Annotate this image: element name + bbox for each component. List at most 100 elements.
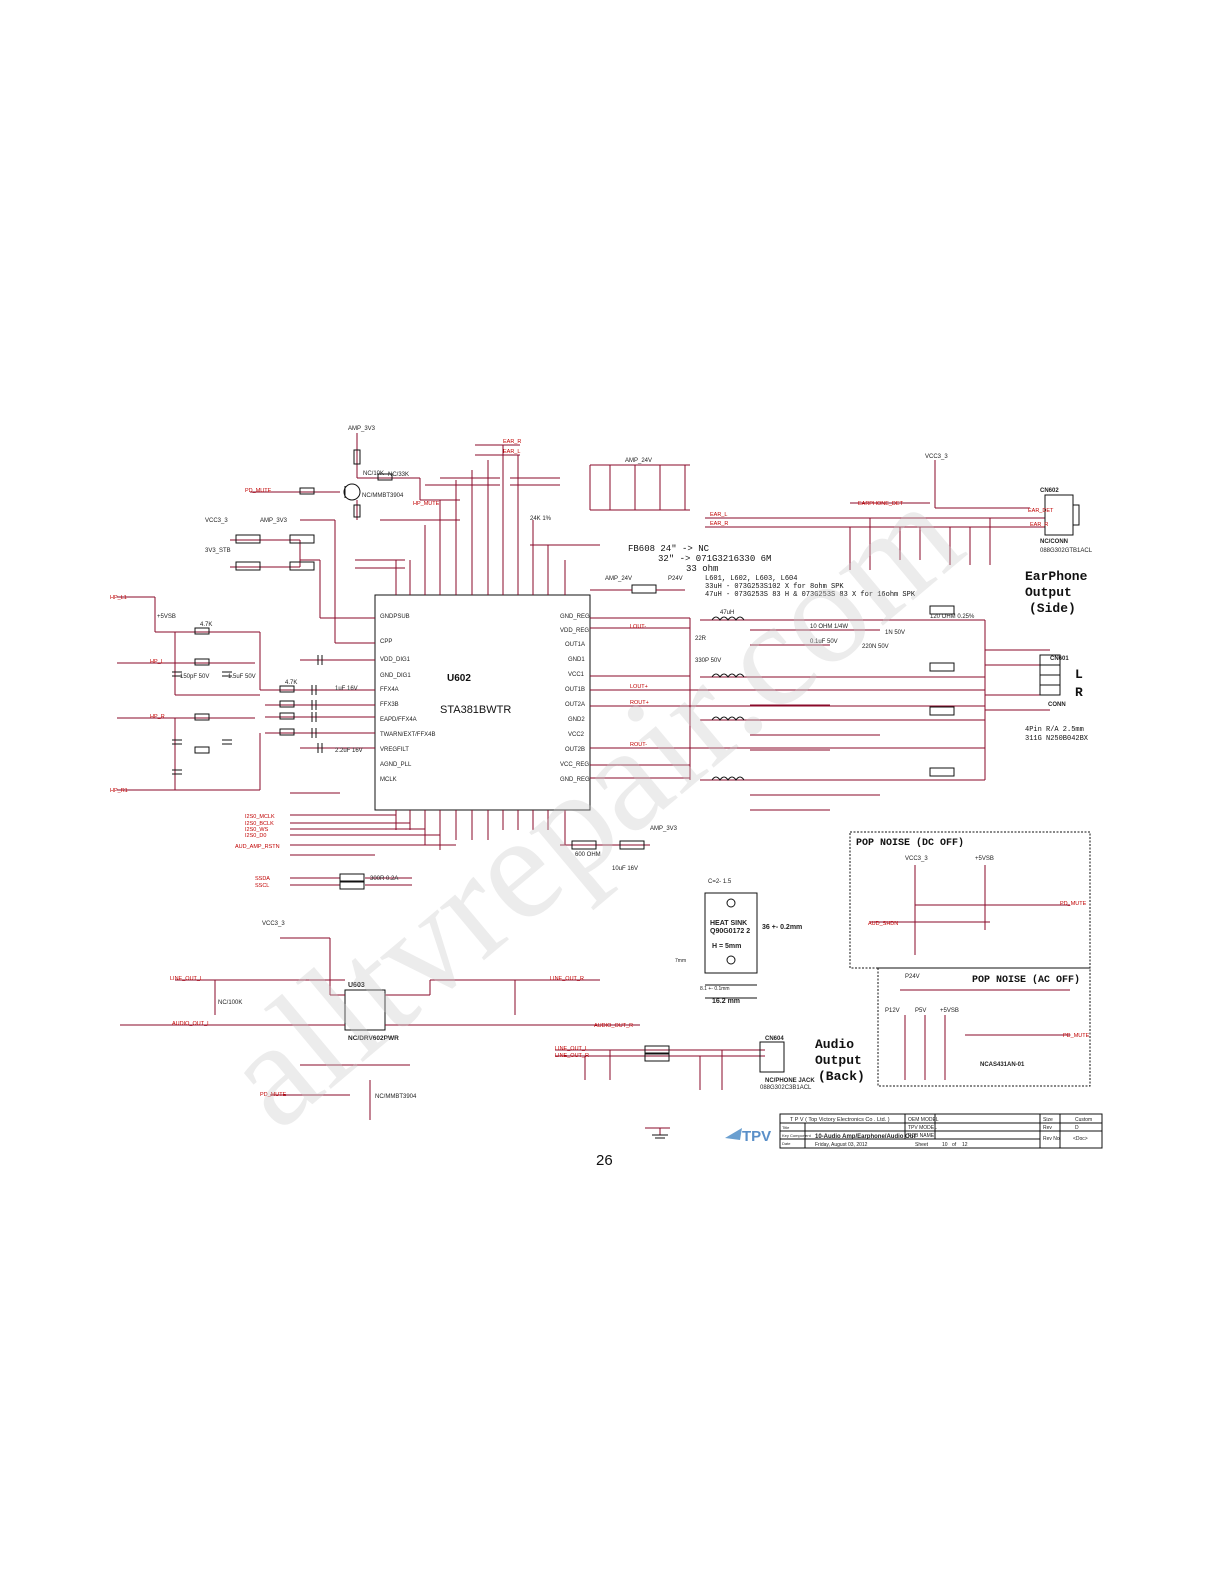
value-label: 220N 50V	[862, 644, 889, 650]
value-label: 22R	[695, 636, 707, 642]
u602-pin-label: AGND_PLL	[380, 762, 412, 768]
q603-part: NC/MMBT3904	[362, 493, 404, 499]
u602-pin-label: VCC1	[568, 672, 585, 678]
left-input-parts	[172, 627, 323, 775]
oem-model: OEM MODEL	[908, 1117, 939, 1123]
net-ear-r-2: EAR_R	[710, 521, 728, 527]
net-aud-shdn: AUD_SHDN	[868, 921, 898, 927]
pop-ac-title: POP NOISE (AC OFF)	[972, 974, 1080, 986]
rev-label: Rev	[1043, 1125, 1052, 1131]
value-label: 120 OHM 0.25%	[930, 614, 975, 620]
doc-value: <Doc>	[1073, 1136, 1088, 1142]
left-input-network	[117, 519, 375, 791]
inductors	[711, 605, 955, 781]
pcb-name: PCB NAME	[908, 1133, 935, 1139]
earphone-part: 088G302GTB1ACL	[1040, 548, 1093, 554]
conn-nc: NC/CONN	[1040, 539, 1068, 545]
heatsink-dim1: 36 +- 0.2mm	[762, 924, 802, 931]
u602-pin-label: GND_REG	[560, 614, 590, 620]
output-filters	[590, 617, 1050, 811]
u602-pin-label: OUT1A	[565, 642, 585, 648]
tpv-logo-text: TPV	[742, 1128, 771, 1145]
u603-part: NC/DRV602PWR	[348, 1035, 399, 1042]
date-label: Date	[782, 1141, 791, 1146]
net-hp-r: HP_R	[150, 714, 165, 720]
note-line: 33 ohm	[686, 564, 718, 574]
audio-title-line: Output	[815, 1053, 862, 1068]
u602-pin-label: VCC2	[568, 732, 585, 738]
value-label: NC/33K	[388, 472, 409, 478]
net-vcc3: VCC3_3	[205, 518, 228, 524]
note-line: 32" -> 071G3216330 6M	[658, 554, 771, 564]
ic-u602: U602 STA381BWTR	[374, 594, 591, 811]
net-p12v: P12V	[885, 1008, 900, 1014]
sheet-label: Sheet	[915, 1142, 929, 1148]
net-p24v-2: P24V	[905, 974, 920, 980]
net-pd-mute-4: PD_MUTE	[260, 1092, 287, 1098]
rev-no: Rev No.	[1043, 1136, 1061, 1142]
net-i2s-d0: I2S0_D0	[245, 833, 266, 839]
value-label: NC/100K	[218, 1000, 242, 1006]
rev-value: D	[1075, 1125, 1079, 1131]
u602-pin-label: FFX3B	[380, 702, 399, 708]
power-ferrites-left	[235, 534, 315, 571]
value-label: 0.1uF 50V	[810, 639, 838, 645]
net-ear-r: EAR_R	[503, 439, 521, 445]
u602-pin-label: GND1	[568, 657, 585, 663]
note-line: L601, L602, L603, L604	[705, 575, 797, 583]
net-lout-m: LOUT-	[630, 624, 646, 630]
value-label: +5VSB	[157, 614, 176, 620]
heatsink-dim4: C=2- 1.5	[708, 879, 732, 885]
conn-cn602: CN602	[1040, 488, 1059, 494]
fb608-note: FB608 24" -> NC 32" -> 071G3216330 6M 33…	[628, 544, 771, 574]
audio-out-back	[555, 1041, 785, 1090]
net-vcc3-3: VCC3_3	[905, 856, 928, 862]
u603-wiring	[120, 937, 640, 1120]
net-lout-p: LOUT+	[630, 684, 648, 690]
value-label: 10uF 16V	[612, 866, 638, 872]
audio-back-title: Audio Output (Back)	[815, 1037, 865, 1084]
value-label: 600 OHM	[575, 852, 601, 858]
heatsink-dim2: 16.2 mm	[712, 998, 740, 1005]
amp-24v-caps	[589, 464, 690, 511]
net-rout-p: ROUT+	[630, 700, 649, 706]
net-vcc3-2: VCC3_3	[925, 454, 948, 460]
fb608-symbol	[590, 584, 685, 594]
net-line-out-l-2: LINE_OUT_L	[555, 1046, 588, 1052]
u602-pin-label: GND_DIG1	[380, 673, 411, 679]
net-earphone-det: EARPHONE_DET	[858, 501, 904, 507]
u602-part: STA381BWTR	[440, 704, 511, 716]
u602-ref: U602	[447, 673, 471, 684]
net-i2s-ws: I2S0_WS	[245, 827, 269, 833]
value-label: 1.5uF 50V	[228, 674, 256, 680]
u602-pin-label: VDD_DIG1	[380, 657, 411, 663]
u602-pin-label: VREGFILT	[380, 747, 409, 753]
net-line-out-l: LINE_OUT_L	[170, 976, 203, 982]
pop-dc-box	[849, 831, 1091, 969]
u602-pin-label: TWARN/EXT/FFX4B	[380, 732, 435, 738]
heatsink-height: H = 5mm	[712, 943, 741, 950]
u602-pin-label: GND_REG	[560, 777, 590, 783]
net-amp-rstn: AUD_AMP_RSTN	[235, 844, 280, 850]
cn602	[1044, 494, 1080, 536]
heatsink-part: Q90G0172 2	[710, 928, 750, 935]
net-vsb-2: +5VSB	[940, 1008, 959, 1014]
value-label: 150pF 50V	[180, 674, 209, 680]
net-hp-mute: HP_MUTE	[413, 501, 440, 507]
net-p5v: P5V	[915, 1008, 926, 1014]
u603-ref: U603	[348, 982, 365, 989]
of-number: 12	[962, 1142, 968, 1148]
net-vcc3-4: VCC3_3	[262, 921, 285, 927]
net-amp-24v: AMP_24V	[625, 458, 652, 464]
u602-pin-label: OUT1B	[565, 687, 585, 693]
net-audio-out-l: AUDIO_OUT_L	[172, 1021, 210, 1027]
u602-pin-label: GND2	[568, 717, 585, 723]
value-label: 47uH	[720, 610, 734, 616]
value-label: 10 OHM 1/4W	[810, 624, 848, 630]
q602-part: NC/MMBT3904	[375, 1094, 417, 1100]
top-left-power	[250, 433, 600, 569]
u602-pin-label: OUT2A	[565, 702, 585, 708]
u602-pin-label: VDD_REG	[560, 628, 589, 634]
ground-symbol	[645, 1127, 670, 1139]
